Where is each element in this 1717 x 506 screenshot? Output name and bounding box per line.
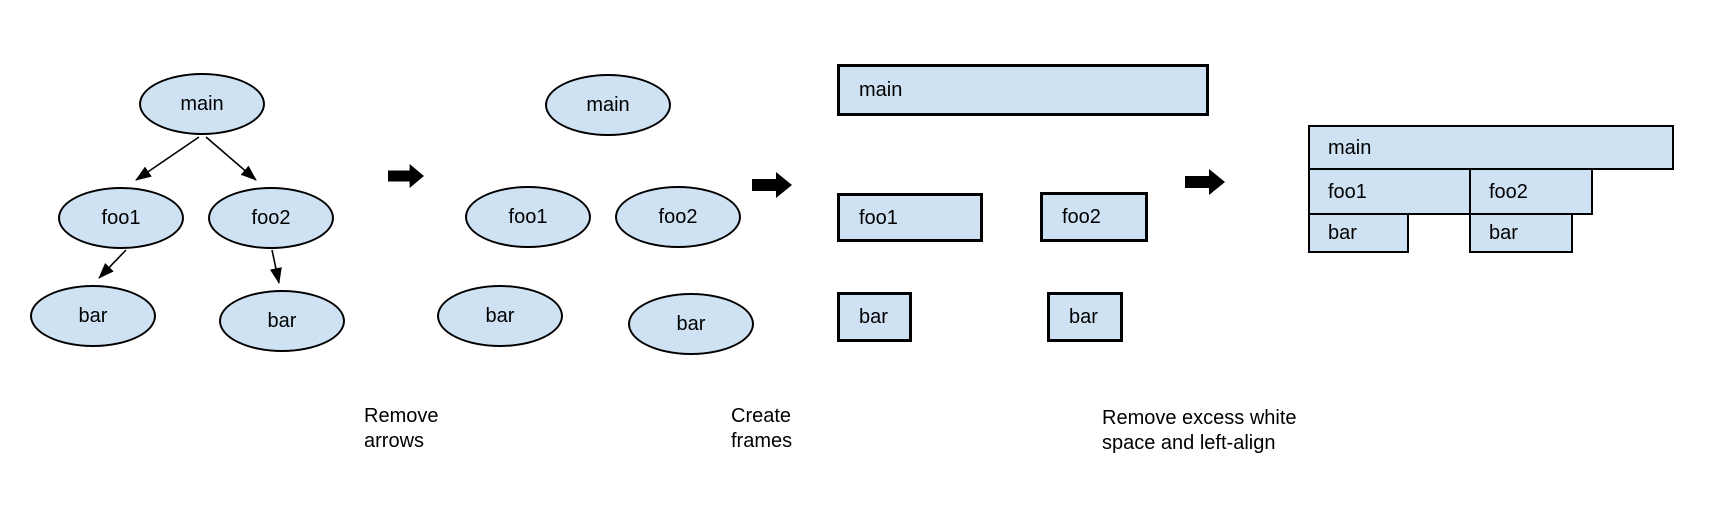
node-label: main xyxy=(859,79,903,101)
right-arrow-icon xyxy=(752,172,792,198)
edge-foo1-bar xyxy=(98,249,127,279)
caption-line: space and left-align xyxy=(1102,432,1276,454)
stage2-node-main: main xyxy=(545,74,671,136)
node-label: foo2 xyxy=(1062,206,1101,228)
edge-main-foo1 xyxy=(135,136,200,181)
transition-caption-left-align: Remove excess white space and left-align xyxy=(1102,406,1297,456)
node-label: foo1 xyxy=(1328,180,1367,203)
caption-line: Create xyxy=(731,405,792,427)
node-label: foo1 xyxy=(508,206,548,228)
node-label: foo2 xyxy=(1489,180,1528,203)
stage1-node-foo1: foo1 xyxy=(58,187,184,249)
stage1-node-bar-left: bar xyxy=(30,285,156,347)
node-label: main xyxy=(180,93,224,115)
stage2-node-foo1: foo1 xyxy=(465,186,591,248)
node-label: foo1 xyxy=(101,207,141,229)
node-label: bar xyxy=(1489,222,1518,244)
stage2-node-foo2: foo2 xyxy=(615,186,741,248)
node-label: main xyxy=(586,94,630,116)
stage1-node-foo2: foo2 xyxy=(208,187,334,249)
stage4-frame-main: main xyxy=(1308,125,1674,170)
stage4-frame-bar-left: bar xyxy=(1308,213,1409,253)
stage1-node-bar-right: bar xyxy=(219,290,345,352)
node-label: bar xyxy=(859,306,888,328)
transition-caption-create-frames: Create frames xyxy=(731,404,792,454)
stage3-frame-bar-left: bar xyxy=(837,292,912,342)
node-label: foo2 xyxy=(658,206,698,228)
stage3-frame-bar-right: bar xyxy=(1047,292,1123,342)
right-arrow-icon xyxy=(388,164,424,188)
edge-foo2-bar xyxy=(270,249,282,284)
stage2-node-bar-right: bar xyxy=(628,293,754,355)
node-label: foo2 xyxy=(251,207,291,229)
node-label: bar xyxy=(267,310,297,332)
stage4-frame-foo1: foo1 xyxy=(1308,168,1471,215)
caption-line: Remove excess white xyxy=(1102,407,1297,429)
stage4-frame-foo2: foo2 xyxy=(1469,168,1593,215)
node-label: bar xyxy=(676,313,706,335)
node-label: bar xyxy=(485,305,515,327)
node-label: foo1 xyxy=(859,206,898,229)
stage4-frame-bar-right: bar xyxy=(1469,213,1573,253)
stage3-frame-foo1: foo1 xyxy=(837,193,983,242)
stage3-frame-main: main xyxy=(837,64,1209,116)
node-label: bar xyxy=(78,305,108,327)
caption-line: frames xyxy=(731,430,793,452)
stage1-node-main: main xyxy=(139,73,265,135)
node-label: bar xyxy=(1328,222,1357,244)
stage3-frame-foo2: foo2 xyxy=(1040,192,1148,242)
stage2-node-bar-left: bar xyxy=(437,285,563,347)
node-label: bar xyxy=(1069,306,1098,328)
node-label: main xyxy=(1328,136,1372,159)
edge-main-foo2 xyxy=(205,136,257,181)
right-arrow-icon xyxy=(1185,169,1225,195)
caption-line: Remove xyxy=(364,405,439,427)
transition-caption-remove-arrows: Remove arrows xyxy=(364,404,438,454)
caption-line: arrows xyxy=(364,430,425,452)
